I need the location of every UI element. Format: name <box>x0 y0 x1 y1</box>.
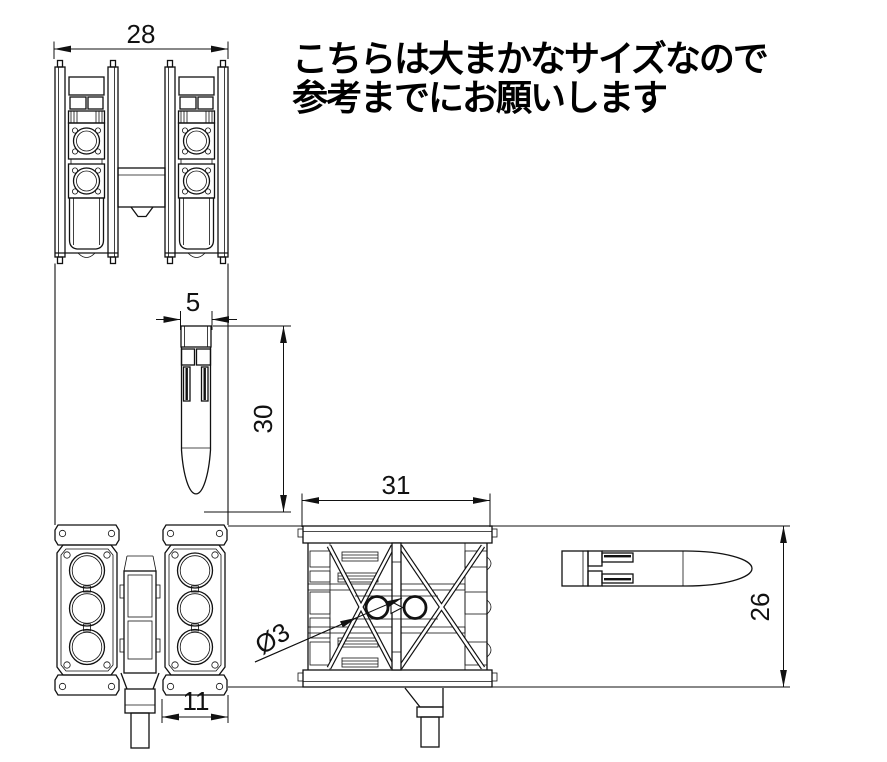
note-line-2: 参考までにお願いします <box>292 78 668 118</box>
dimension-11: 11 <box>161 686 229 723</box>
dim-31-label: 31 <box>382 470 411 500</box>
side-view <box>297 525 498 748</box>
dimension-31: 31 <box>301 470 491 527</box>
dim-28-label: 28 <box>127 19 156 49</box>
mount-stem <box>120 672 160 749</box>
dim-26-label: 26 <box>745 593 775 622</box>
dimension-28: 28 <box>53 19 229 59</box>
side-stem <box>404 687 444 748</box>
dim-30-label: 30 <box>248 405 278 434</box>
top-view <box>54 59 229 265</box>
note-text: こちらは大まかなサイズなので 参考までにお願いします <box>292 39 769 118</box>
dim-11-label: 11 <box>183 686 210 716</box>
center-column <box>119 555 161 674</box>
dim-hole-label: Ø3 <box>250 616 295 660</box>
dimension-hole-diameter: Ø3 <box>250 597 403 663</box>
bridge <box>117 167 166 218</box>
hole-left <box>364 595 390 620</box>
hole-right <box>402 595 428 620</box>
plug-top-view <box>561 550 753 587</box>
note-line-1: こちらは大まかなサイズなので <box>292 39 769 79</box>
dim-5-label: 5 <box>186 287 200 317</box>
dimension-26: 26 <box>745 526 787 687</box>
dimension-30: 30 <box>204 325 291 513</box>
cross-braces <box>326 544 486 670</box>
plug-side-view <box>180 325 212 495</box>
front-view <box>54 524 228 749</box>
dimension-5: 5 <box>156 287 237 330</box>
